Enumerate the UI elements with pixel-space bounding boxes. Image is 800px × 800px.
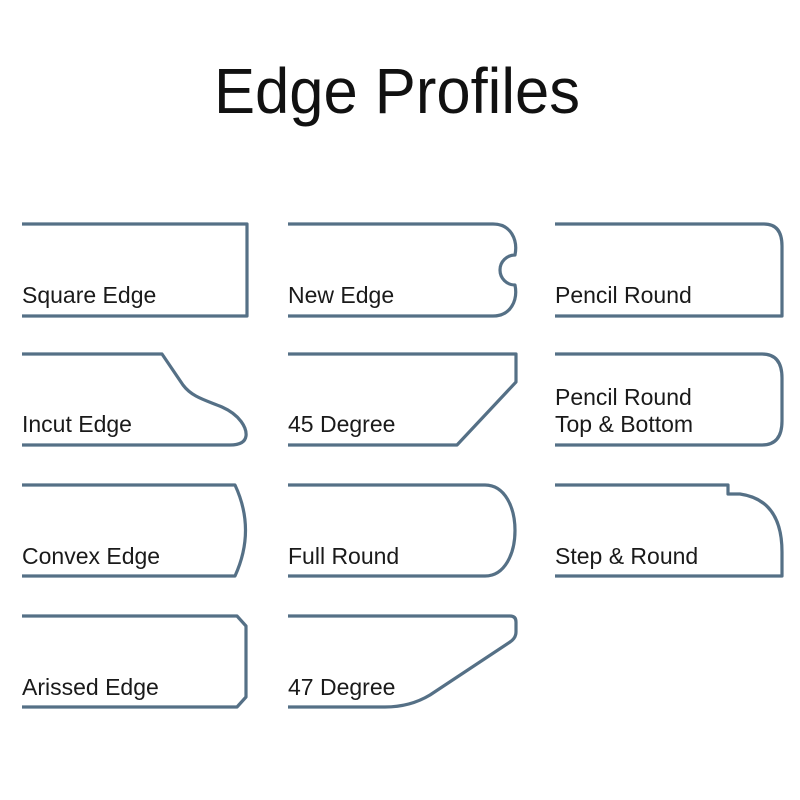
profile-label: Pencil Round — [555, 282, 692, 308]
profile-incut-edge: Incut Edge — [22, 352, 248, 447]
pencil-round-top-bottom-shape — [555, 352, 784, 447]
profile-pencil-round: Pencil Round — [555, 222, 784, 318]
47-degree-shape — [288, 614, 518, 709]
arissed-edge-shape — [22, 614, 248, 709]
square-edge-shape — [22, 222, 249, 318]
profile-label-line1: Pencil Round — [555, 384, 692, 410]
45-degree-shape — [288, 352, 518, 447]
pencil-round-shape — [555, 222, 784, 318]
profile-label: Convex Edge — [22, 543, 160, 569]
profile-pencil-round-top-bottom: Pencil Round Top & Bottom — [555, 352, 784, 447]
profile-47-degree: 47 Degree — [288, 614, 518, 709]
incut-edge-shape — [22, 352, 248, 447]
full-round-shape — [288, 483, 517, 578]
profile-convex-edge: Convex Edge — [22, 483, 248, 578]
profile-new-edge: New Edge — [288, 222, 518, 318]
profile-full-round: Full Round — [288, 483, 517, 578]
profile-arissed-edge: Arissed Edge — [22, 614, 248, 709]
page-title: Edge Profiles — [214, 55, 580, 127]
profile-label: Arissed Edge — [22, 674, 159, 700]
profile-label: Step & Round — [555, 543, 698, 569]
profile-step-round: Step & Round — [555, 483, 784, 578]
step-round-shape — [555, 483, 784, 578]
profile-label: 45 Degree — [288, 411, 395, 437]
profile-45-degree: 45 Degree — [288, 352, 518, 447]
profile-square-edge: Square Edge — [22, 222, 249, 318]
profile-label: New Edge — [288, 282, 394, 308]
profile-label: Square Edge — [22, 282, 156, 308]
profile-label: Full Round — [288, 543, 399, 569]
profile-label: Incut Edge — [22, 411, 132, 437]
profile-label: 47 Degree — [288, 674, 395, 700]
convex-edge-shape — [22, 483, 248, 578]
profile-label-line2: Top & Bottom — [555, 411, 693, 437]
new-edge-shape — [288, 222, 518, 318]
